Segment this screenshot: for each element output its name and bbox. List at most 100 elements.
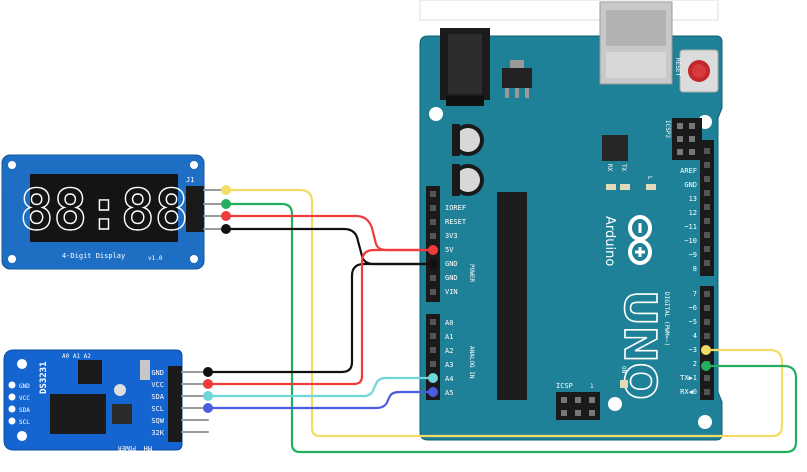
rtc-right-pin-vcc: VCC xyxy=(151,381,164,389)
wire-end-dot xyxy=(221,185,231,195)
pin-label-5: ~5 xyxy=(689,318,697,326)
arduino-pcb xyxy=(419,35,723,441)
on-label: ON xyxy=(620,366,627,374)
rtc-small-chip xyxy=(112,404,132,424)
mounting-hole xyxy=(8,161,16,169)
arduino-brand: Arduino xyxy=(602,216,617,266)
mounting-hole xyxy=(190,255,198,263)
icsp2-header[interactable] xyxy=(672,118,702,160)
display-caption: 4-Digit Display xyxy=(62,252,125,260)
display-header[interactable] xyxy=(186,186,204,232)
pin-label-reset: RESET xyxy=(445,218,467,226)
rtc-right-pin-labels: GND VCC SDA SCL SQW 32K xyxy=(151,369,164,437)
reset-label: RESET xyxy=(674,58,681,76)
rtc-left-pin-scl: SCL xyxy=(19,419,30,426)
wire-end-dot xyxy=(428,259,438,269)
digital-header-lower[interactable] xyxy=(700,286,714,400)
ds3231-rtc-module: DS3231 A0 A1 A2 GND VCC SDA SCL GND VCC … xyxy=(3,349,183,452)
voltage-regulator xyxy=(502,60,532,98)
rtc-left-pin-vcc: VCC xyxy=(19,395,30,402)
digital-upper-pin-labels: AREF GND 13 12 ~11 ~10 ~9 8 xyxy=(680,167,697,273)
rtc-component xyxy=(114,384,126,396)
digital-header-upper[interactable] xyxy=(700,140,714,276)
eeprom-chip xyxy=(78,360,102,384)
display-digits: 88:88 xyxy=(20,178,189,243)
wire-end-dot xyxy=(428,245,438,255)
analog-group-label: ANALOG IN xyxy=(468,346,475,379)
usb-connector xyxy=(599,1,673,85)
pin-label-aref: AREF xyxy=(680,167,697,175)
pin-label-6: ~6 xyxy=(689,304,697,312)
digital-group-label: DIGITAL (PWM=~) xyxy=(663,292,670,346)
status-leds xyxy=(606,184,656,190)
wires xyxy=(181,185,798,454)
pin-label-10: ~10 xyxy=(684,237,697,245)
mounting-hole xyxy=(8,255,16,263)
capacitor-1 xyxy=(452,124,484,156)
wire-rtc-gnd-black xyxy=(206,262,435,374)
display-header-label: J1 xyxy=(186,176,194,184)
icsp-header[interactable] xyxy=(556,392,600,420)
rtc-right-pin-sda: SDA xyxy=(151,393,164,401)
wire-end-dot xyxy=(221,224,231,234)
wire-end-dot xyxy=(203,367,213,377)
pin-label-gnd-1: GND xyxy=(445,260,458,268)
rtc-component xyxy=(140,360,150,380)
wire-end-dot xyxy=(428,373,438,383)
tx-label: TX xyxy=(620,164,627,172)
pin-label-11: ~11 xyxy=(684,223,697,231)
icsp2-label: ICSP2 xyxy=(664,120,671,138)
pin-label-1: TX▶1 xyxy=(680,374,697,382)
rtc-left-pin-labels: GND VCC SDA SCL xyxy=(19,383,30,426)
mounting-hole xyxy=(698,415,712,429)
rtc-left-pin-holes[interactable] xyxy=(8,381,16,425)
seven-segment-display xyxy=(30,174,178,242)
pin-label-a0: A0 xyxy=(445,319,453,327)
pin-label-5v: 5V xyxy=(445,246,454,254)
wire-end-dot xyxy=(221,211,231,221)
pin-label-2: 2 xyxy=(693,360,697,368)
power-header[interactable] xyxy=(426,186,440,302)
rtc-right-pin-32k: 32K xyxy=(151,429,164,437)
pin-label-0: RX◀0 xyxy=(680,388,697,396)
pin-label-4: 4 xyxy=(693,332,697,340)
rtc-right-pin-scl: SCL xyxy=(151,405,164,413)
pin-label-vin: VIN xyxy=(445,288,458,296)
pin-label-a4: A4 xyxy=(445,375,453,383)
wire-display-vcc-red xyxy=(224,214,435,252)
power-pin-labels: IOREF RESET 3V3 5V GND GND VIN xyxy=(445,204,467,296)
wire-end-dot xyxy=(221,199,231,209)
mounting-hole xyxy=(429,107,443,121)
wire-end-dot xyxy=(701,361,711,371)
arduino-logo xyxy=(628,215,652,265)
board-top-frame xyxy=(419,0,719,21)
mounting-hole xyxy=(608,397,622,411)
on-led xyxy=(620,380,628,388)
wire-display-gnd-black xyxy=(224,227,435,266)
rtc-right-header[interactable] xyxy=(168,366,182,442)
pin-label-7: 7 xyxy=(693,290,697,298)
pin-label-gnd-2: GND xyxy=(445,274,458,282)
pin-label-8: 8 xyxy=(693,265,697,273)
pin-label-3v3: 3V3 xyxy=(445,232,458,240)
wire-rtc-vcc-red xyxy=(206,248,435,386)
rtc-chip-label: DS3231 xyxy=(39,361,49,394)
wire-rtc-sda-cyan xyxy=(206,376,435,398)
pin-label-3: ~3 xyxy=(689,346,697,354)
icsp-label: ICSP xyxy=(556,382,573,390)
pin-label-a1: A1 xyxy=(445,333,453,341)
capacitor-2 xyxy=(452,164,484,196)
rtc-left-pin-gnd: GND xyxy=(19,383,30,390)
rtc-left-pin-sda: SDA xyxy=(19,407,30,414)
wire-end-dot xyxy=(428,387,438,397)
l-label: L xyxy=(646,176,653,180)
wire-rtc-scl-blue xyxy=(206,390,435,410)
reset-button[interactable] xyxy=(679,49,719,93)
pin-label-ioref: IOREF xyxy=(445,204,466,212)
mounting-hole xyxy=(190,161,198,169)
rtc-addr-labels: A0 A1 A2 xyxy=(62,353,91,360)
rtc-mh-label: MH xyxy=(144,444,152,452)
mounting-hole xyxy=(17,359,27,369)
